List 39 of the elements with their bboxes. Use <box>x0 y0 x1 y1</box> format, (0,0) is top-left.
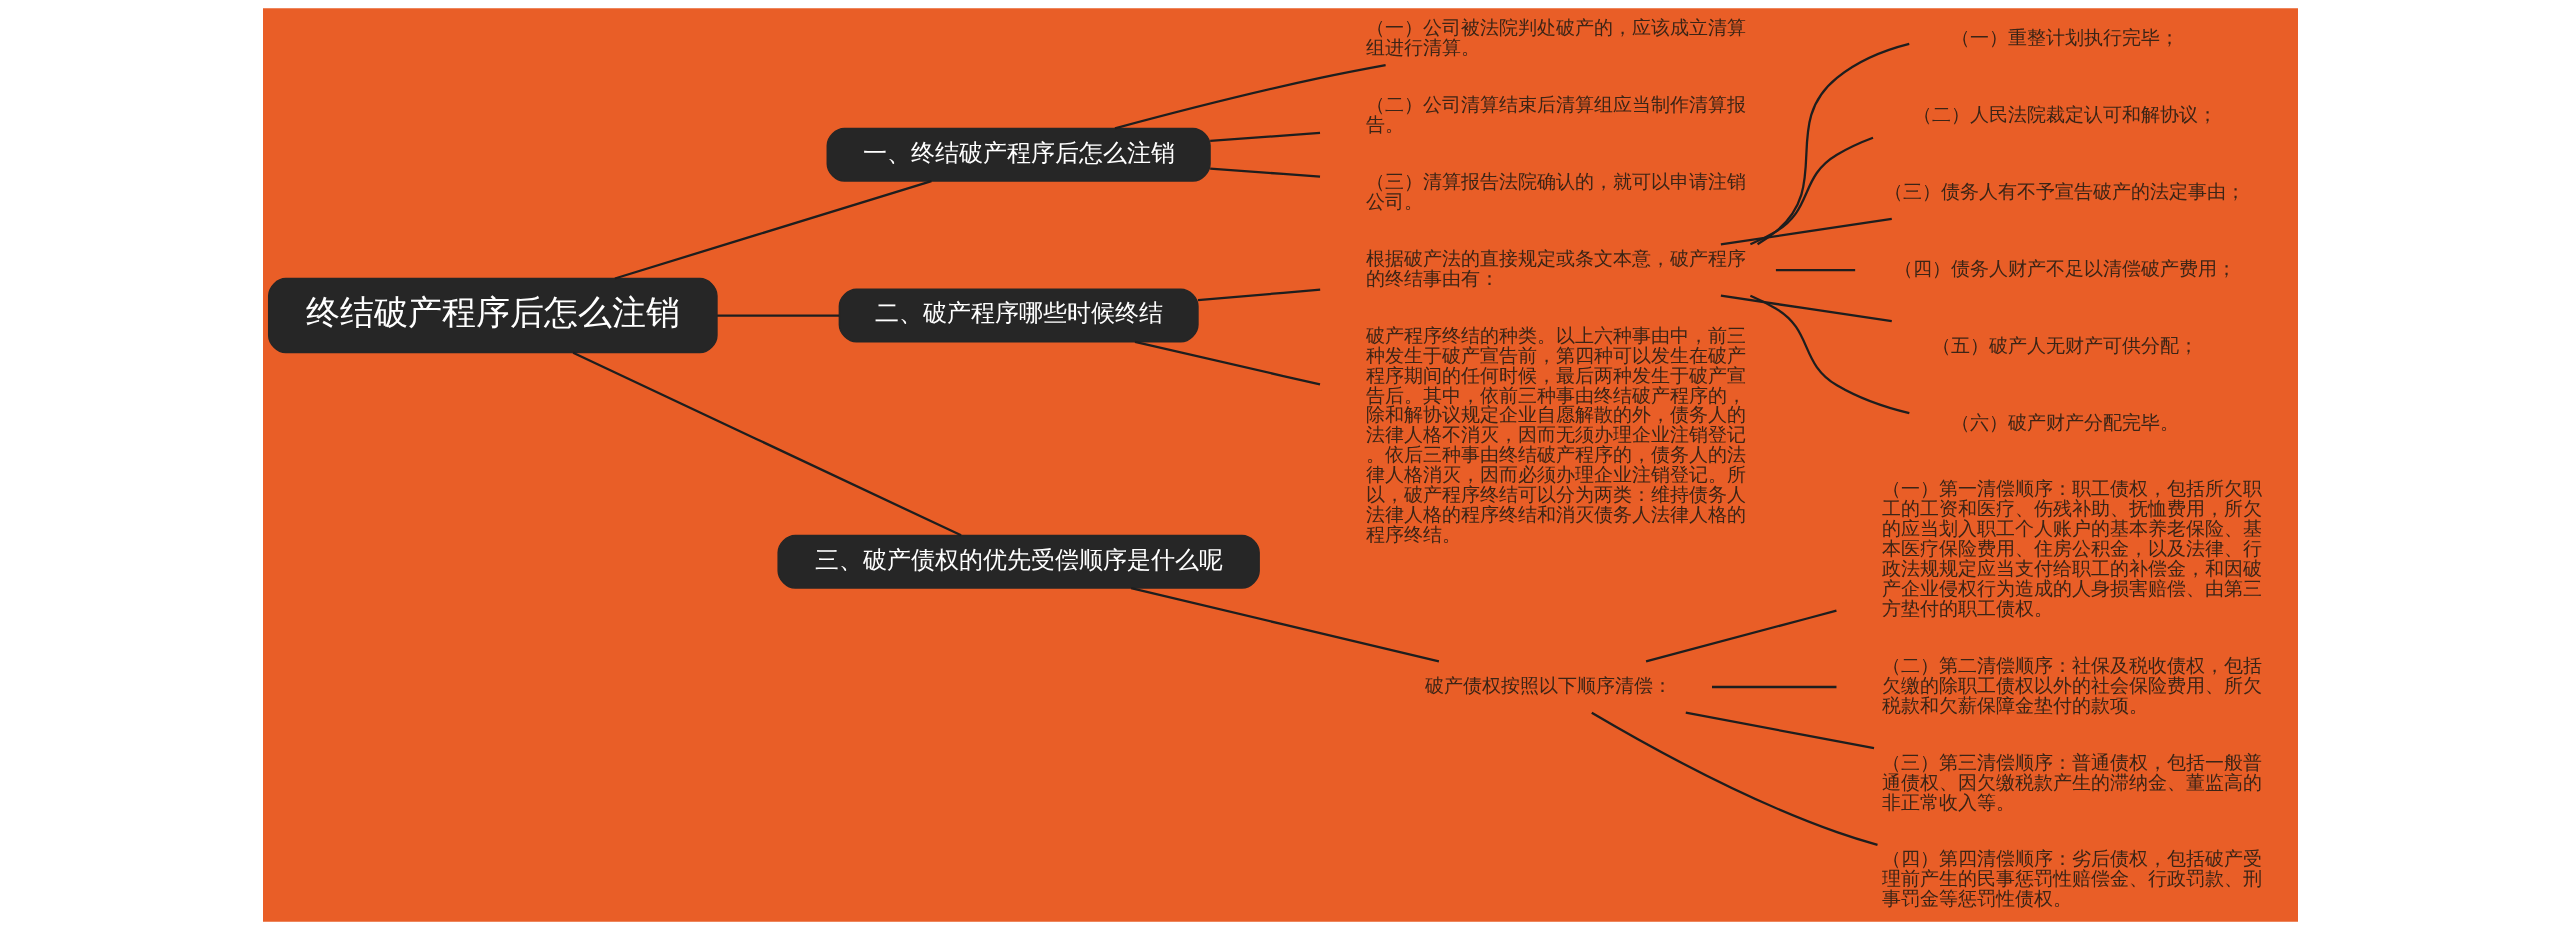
node-text: （三）清算报告法院确认的，就可以申请注销公司。 <box>1365 171 1746 212</box>
node-text: （五）破产人无财产可供分配； <box>1931 334 2198 356</box>
node-text: （四）债务人财产不足以清偿破产费用； <box>1893 257 2236 279</box>
node-text: （四）第四清偿顺序：劣后债权，包括破产受理前产生的民事惩罚性赔偿金、行政罚款、刑事罚金等惩罚性债权。 <box>1881 848 2262 910</box>
connector <box>1720 217 1892 246</box>
connector <box>1114 64 1386 130</box>
node-text: （一）第一清偿顺序：职工债权，包括所欠职工的工资和医疗、伤残补助、抚恤费用，所欠的应当划入职工个人账户的基本养老保险、基本医疗保险费用、住房公积金，以及法律、行政法规规定应当支付给职工的补偿金，和因破产企业侵权行为造成的人身损害赔偿、由第三方垫付的职工债权。 <box>1881 478 2262 619</box>
connector <box>1749 136 1873 246</box>
connector <box>614 180 932 280</box>
connector <box>1756 42 1910 246</box>
node-text: （二）第二清偿顺序：社保及税收债权，包括欠缴的除职工债权以外的社会保险费用、所欠税款和欠薪保障金垫付的款项。 <box>1881 654 2262 716</box>
node-text: 根据破产法的直接规定或条文本意，破产程序的终结事由有： <box>1365 247 1746 289</box>
node-text: （二）公司清算结束后清算组应当制作清算报告。 <box>1365 94 1746 136</box>
connector <box>1711 685 1836 689</box>
node-text: （一）重整计划执行完毕； <box>1950 27 2179 49</box>
node-text: （三）第三清偿顺序：普通债权，包括一般普通债权、因欠缴税款产生的滞纳金、董监高的非正常收入等。 <box>1881 751 2262 813</box>
node-text: （二）人民法院裁定认可和解协议； <box>1912 104 2217 126</box>
connector <box>1209 131 1320 143</box>
connector <box>1130 587 1439 663</box>
node-text: （六）破产财产分配完毕。 <box>1950 411 2179 433</box>
node-text: 破产程序终结的种类。以上六种事由中，前三种发生于破产宣告前，第四种可以发生在破产程序期间的任何时候，最后两种发生于破产宣告后。其中，依前三种事由终结破产程序的，除和解协议规定企业自愿解散的外，债务人的法律人格不消灭，因而无须办理企业注销登记。依后三种事由终结破产程序的，债务人的法律人格消灭，因而必须办理企业注销登记。所以，破产程序终结可以分为两类：维持债务人法律人格的程序终结和消灭债务人法律人格的程序终结。 <box>1365 324 1746 545</box>
connector <box>1197 288 1320 302</box>
node-box: 二、破产程序哪些时候终结 <box>838 288 1199 343</box>
connector <box>1775 268 1855 272</box>
connector <box>572 351 962 537</box>
node-box: 三、破产债权的优先受偿顺序是什么呢 <box>776 534 1260 589</box>
connector <box>1209 167 1320 178</box>
connector <box>716 314 839 317</box>
node-text: （一）公司被法院判处破产的，应该成立清算组进行清算。 <box>1365 17 1746 59</box>
connector <box>1134 340 1320 386</box>
connector <box>1720 294 1892 323</box>
node-box: 终结破产程序后怎么注销 <box>267 277 718 354</box>
node-text: 破产债权按照以下顺序清偿： <box>1424 674 1672 696</box>
connector <box>1685 711 1874 750</box>
connector <box>1749 294 1910 415</box>
connector <box>1645 609 1837 663</box>
node-text: （三）债务人有不予宣告破产的法定事由； <box>1883 181 2245 203</box>
connector <box>1590 711 1878 846</box>
node-box: 一、终结破产程序后怎么注销 <box>826 127 1211 182</box>
